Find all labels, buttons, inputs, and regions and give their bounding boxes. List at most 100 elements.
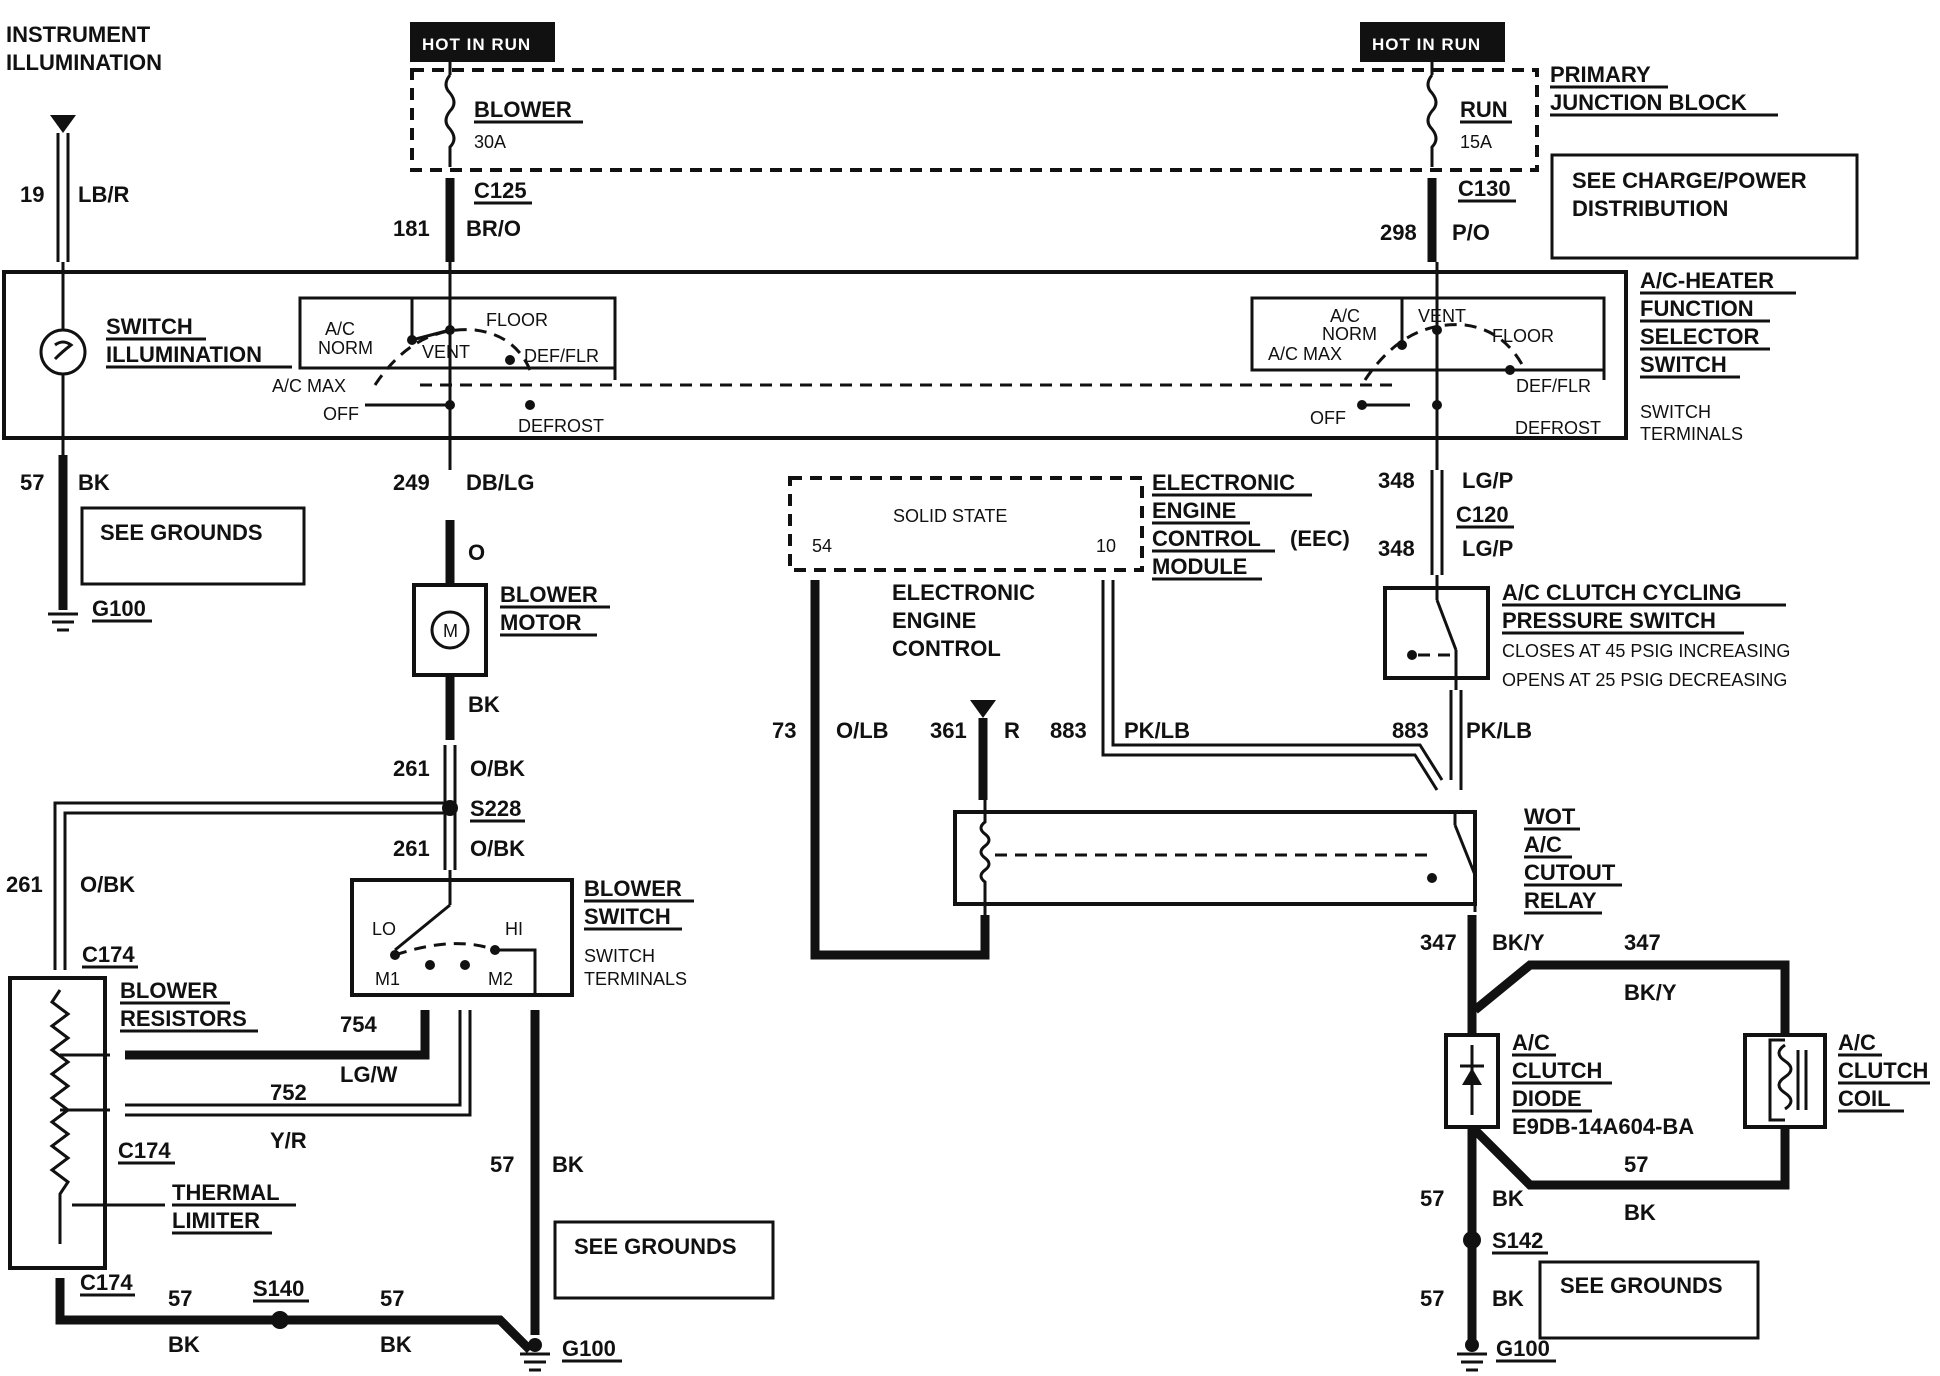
- svg-text:G100: G100: [92, 596, 146, 621]
- connector-c174-a: C174: [82, 942, 135, 967]
- wire-57f-color: BK: [1492, 1186, 1524, 1211]
- selector-switch-terminals-label: SWITCH TERMINALS: [1640, 402, 1743, 444]
- wire-348a-color: LG/P: [1462, 468, 1513, 493]
- see-charge-power-line1: SEE CHARGE/POWER: [1572, 168, 1807, 193]
- svg-text:NORM: NORM: [1322, 324, 1377, 344]
- svg-text:MOTOR: MOTOR: [500, 610, 582, 635]
- wire-73-color: O/LB: [836, 718, 889, 743]
- connector-c120: C120: [1456, 502, 1509, 527]
- svg-text:A/C-HEATER: A/C-HEATER: [1640, 268, 1774, 293]
- wire-347a-color: BK/Y: [1492, 930, 1545, 955]
- selector-switch-right: A/C NORM VENT FLOOR A/C MAX DEF/FLR OFF …: [1250, 262, 1606, 470]
- wire-754-color: LG/W: [340, 1062, 398, 1087]
- wire-347a-num: 347: [1420, 930, 1457, 955]
- wire-57g-num: 57: [1420, 1286, 1444, 1311]
- svg-text:15A: 15A: [1460, 132, 1492, 152]
- wire-19-num: 19: [20, 182, 44, 207]
- svg-text:SWITCH: SWITCH: [1640, 352, 1727, 377]
- svg-text:30A: 30A: [474, 132, 506, 152]
- feed-arrow: [50, 115, 76, 133]
- svg-text:BLOWER: BLOWER: [584, 876, 682, 901]
- svg-text:THERMAL: THERMAL: [172, 1180, 280, 1205]
- svg-text:PRIMARY: PRIMARY: [1550, 62, 1651, 87]
- svg-text:VENT: VENT: [422, 342, 470, 362]
- see-grounds-1: SEE GROUNDS: [100, 520, 263, 545]
- svg-text:TERMINALS: TERMINALS: [1640, 424, 1743, 444]
- svg-text:RUN: RUN: [1460, 97, 1508, 122]
- see-grounds-box-1: [80, 506, 306, 586]
- svg-text:JUNCTION BLOCK: JUNCTION BLOCK: [1550, 90, 1747, 115]
- blower-switch-m1: M1: [375, 969, 400, 989]
- svg-text:FLOOR: FLOOR: [1492, 326, 1554, 346]
- wire-298-color: P/O: [1452, 220, 1490, 245]
- selector-switch-title: A/C-HEATER FUNCTION SELECTOR SWITCH: [1640, 268, 1796, 379]
- svg-text:A/C CLUTCH CYCLING: A/C CLUTCH CYCLING: [1502, 580, 1742, 605]
- selector-switch-left: A/C NORM VENT FLOOR DEF/FLR A/C MAX OFF …: [272, 262, 1400, 470]
- hot-in-run-right: HOT IN RUN: [1360, 22, 1505, 62]
- svg-text:PRESSURE SWITCH: PRESSURE SWITCH: [1502, 608, 1716, 633]
- eec-module-label: ELECTRONIC ENGINE CONTROL (EEC) MODULE: [1152, 470, 1350, 581]
- connector-c174-b: C174: [118, 1138, 171, 1163]
- wire-57d-color: BK: [380, 1332, 412, 1357]
- blower-motor-symbol: M: [443, 621, 458, 641]
- wire-347b-num: 347: [1624, 930, 1661, 955]
- wire-347b-color: BK/Y: [1624, 980, 1677, 1005]
- connector-c125: C125: [474, 178, 527, 203]
- svg-text:G100: G100: [1496, 1336, 1550, 1361]
- blower-switch-lo: LO: [372, 919, 396, 939]
- wire-883a-num: 883: [1050, 718, 1087, 743]
- wot-relay-label: WOT A/C CUTOUT RELAY: [1524, 804, 1622, 915]
- svg-text:RESISTORS: RESISTORS: [120, 1006, 247, 1031]
- eec-module: [788, 476, 1144, 572]
- connector-c130: C130: [1458, 176, 1511, 201]
- svg-text:ILLUMINATION: ILLUMINATION: [6, 50, 162, 75]
- wire-883a-color: PK/LB: [1124, 718, 1190, 743]
- svg-text:INSTRUMENT: INSTRUMENT: [6, 22, 151, 47]
- splice-s140-label: S140: [253, 1276, 304, 1301]
- see-grounds-2: SEE GROUNDS: [574, 1234, 737, 1259]
- wire-57c-num: 57: [168, 1286, 192, 1311]
- wire-57f-num: 57: [1420, 1186, 1444, 1211]
- wire-752-num: 752: [270, 1080, 307, 1105]
- svg-text:CONTROL: CONTROL: [1152, 526, 1261, 551]
- blower-resistors-label: BLOWER RESISTORS: [120, 978, 258, 1033]
- svg-text:NORM: NORM: [318, 338, 373, 358]
- svg-text:BLOWER: BLOWER: [120, 978, 218, 1003]
- wire-348a-num: 348: [1378, 468, 1415, 493]
- svg-text:TERMINALS: TERMINALS: [584, 969, 687, 989]
- wire-73-num: 73: [772, 718, 796, 743]
- clutch-coil: [1743, 1033, 1827, 1129]
- svg-text:ELECTRONIC: ELECTRONIC: [892, 580, 1035, 605]
- wire-752-color: Y/R: [270, 1128, 307, 1153]
- svg-text:DEFROST: DEFROST: [1515, 418, 1601, 438]
- ground-g100-2: G100: [520, 1336, 622, 1372]
- wire-181-color: BR/O: [466, 216, 521, 241]
- blower-resistors-box: [8, 976, 107, 1270]
- blower-switch-m2: M2: [488, 969, 513, 989]
- wire-181-num: 181: [393, 216, 430, 241]
- svg-text:DEF/FLR: DEF/FLR: [1516, 376, 1591, 396]
- svg-text:A/C: A/C: [1524, 832, 1562, 857]
- wire-57g-color: BK: [1492, 1286, 1524, 1311]
- see-grounds-box-3: [1538, 1260, 1760, 1340]
- svg-text:ELECTRONIC: ELECTRONIC: [1152, 470, 1295, 495]
- svg-text:A/C: A/C: [1512, 1030, 1550, 1055]
- eec-pin-10: 10: [1096, 536, 1116, 556]
- svg-text:ILLUMINATION: ILLUMINATION: [106, 342, 262, 367]
- wire-361-color: R: [1004, 718, 1020, 743]
- hot-in-run-left: HOT IN RUN: [410, 22, 555, 62]
- svg-text:HOT IN RUN: HOT IN RUN: [422, 35, 531, 54]
- svg-text:SWITCH: SWITCH: [1640, 402, 1711, 422]
- resistor-coil: [49, 989, 71, 1244]
- svg-text:FLOOR: FLOOR: [486, 310, 548, 330]
- blower-switch-label: BLOWER SWITCH SWITCH TERMINALS: [584, 876, 694, 989]
- splice-s228-label: S228: [470, 796, 521, 821]
- connector-c174-c: C174: [80, 1270, 133, 1295]
- blower-switch-hi: HI: [505, 919, 523, 939]
- svg-text:DEFROST: DEFROST: [518, 416, 604, 436]
- wire-261b-num: 261: [393, 836, 430, 861]
- wire-348b-num: 348: [1378, 536, 1415, 561]
- splice-s228: [442, 800, 458, 816]
- svg-text:DIODE: DIODE: [1512, 1086, 1582, 1111]
